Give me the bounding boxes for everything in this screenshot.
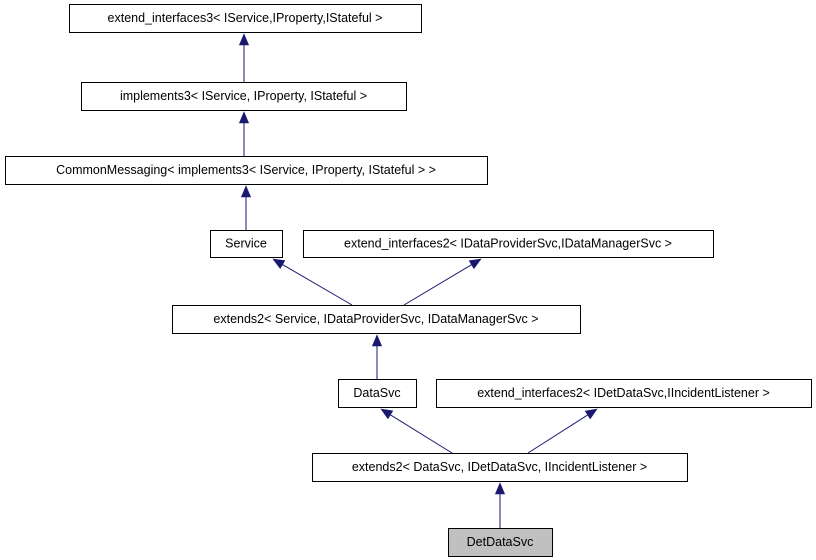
- class-box[interactable]: [5, 156, 488, 185]
- inheritance-edge: [240, 185, 252, 230]
- class-box[interactable]: [448, 528, 553, 557]
- edge-line: [282, 264, 353, 306]
- inheritance-edge: [380, 408, 453, 454]
- inheritance-edge: [371, 334, 383, 379]
- inheritance-edge: [403, 258, 482, 306]
- inheritance-arrowhead: [238, 111, 250, 124]
- inheritance-edge: [238, 111, 250, 156]
- class-node-extend_interfaces3[interactable]: extend_interfaces3< IService,IProperty,I…: [69, 4, 422, 33]
- class-node-DataSvc[interactable]: DataSvc: [338, 379, 417, 408]
- inheritance-edge: [238, 33, 250, 82]
- class-node-implements3[interactable]: implements3< IService, IProperty, IState…: [81, 82, 407, 111]
- class-node-Service[interactable]: Service: [210, 230, 283, 258]
- class-box[interactable]: [312, 453, 688, 482]
- class-label: DetDataSvc: [467, 535, 534, 549]
- class-box[interactable]: [338, 379, 417, 408]
- inheritance-arrowhead: [584, 408, 598, 420]
- class-label: extends2< Service, IDataProviderSvc, IDa…: [213, 312, 538, 326]
- inheritance-arrowhead: [380, 408, 394, 420]
- inheritance-arrowhead: [371, 334, 383, 347]
- class-node-DetDataSvc[interactable]: DetDataSvc: [448, 528, 553, 557]
- class-box[interactable]: [436, 379, 812, 408]
- class-label: CommonMessaging< implements3< IService, …: [56, 163, 436, 177]
- edge-line: [390, 414, 453, 454]
- inheritance-edge: [272, 258, 353, 306]
- class-box[interactable]: [210, 230, 283, 258]
- edges-layer: [238, 33, 598, 528]
- class-box[interactable]: [81, 82, 407, 111]
- inheritance-arrowhead: [494, 482, 506, 495]
- edge-line: [403, 264, 472, 306]
- class-node-extend_interfaces2_det[interactable]: extend_interfaces2< IDetDataSvc,IInciden…: [436, 379, 812, 408]
- class-label: extends2< DataSvc, IDetDataSvc, IInciden…: [352, 460, 647, 474]
- inheritance-arrowhead: [240, 185, 252, 198]
- class-label: implements3< IService, IProperty, IState…: [120, 89, 367, 103]
- class-box[interactable]: [69, 4, 422, 33]
- nodes-layer: extend_interfaces3< IService,IProperty,I…: [5, 4, 812, 557]
- edge-line: [527, 414, 588, 454]
- inheritance-edge: [494, 482, 506, 528]
- class-label: extend_interfaces3< IService,IProperty,I…: [108, 11, 383, 25]
- inheritance-arrowhead: [272, 258, 286, 270]
- inheritance-arrowhead: [468, 258, 482, 270]
- inheritance-arrowhead: [238, 33, 250, 46]
- class-node-extend_interfaces2_data[interactable]: extend_interfaces2< IDataProviderSvc,IDa…: [303, 230, 714, 258]
- class-node-CommonMessaging[interactable]: CommonMessaging< implements3< IService, …: [5, 156, 488, 185]
- class-label: DataSvc: [353, 386, 400, 400]
- class-node-extends2_service[interactable]: extends2< Service, IDataProviderSvc, IDa…: [172, 305, 581, 334]
- class-box[interactable]: [172, 305, 581, 334]
- class-label: extend_interfaces2< IDetDataSvc,IInciden…: [477, 386, 770, 400]
- class-label: extend_interfaces2< IDataProviderSvc,IDa…: [344, 236, 672, 250]
- class-label: Service: [225, 236, 267, 250]
- inheritance-edge: [527, 408, 598, 454]
- class-node-extends2_datasvc[interactable]: extends2< DataSvc, IDetDataSvc, IInciden…: [312, 453, 688, 482]
- class-box[interactable]: [303, 230, 714, 258]
